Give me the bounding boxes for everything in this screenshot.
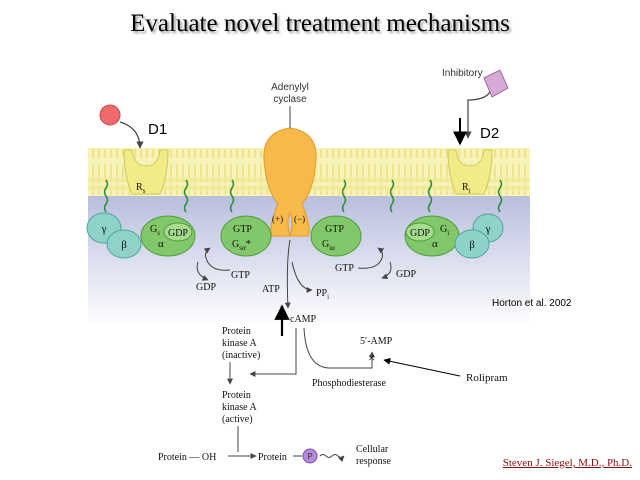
- gs-exchange-gdp: GDP: [196, 282, 216, 293]
- cytoplasm-region: [88, 196, 530, 326]
- d2-label: D2: [480, 125, 499, 142]
- svg-text:Rs: Rs: [136, 182, 146, 195]
- gs-exchange: GTP GDP: [196, 247, 250, 293]
- gs-exchange-gtp: GTP: [231, 270, 250, 281]
- rs-label: R: [136, 182, 143, 193]
- gs-label: G: [150, 224, 157, 235]
- atp-label: ATP: [262, 284, 280, 295]
- ppi-sub: i: [327, 293, 329, 301]
- protein-label: Protein: [258, 452, 287, 463]
- svg-text:Ri: Ri: [462, 182, 471, 195]
- gi-sub: i: [447, 229, 449, 237]
- pde-block-mark: ×: [368, 350, 375, 365]
- slide-title: Evaluate novel treatment mechanisms: [130, 10, 510, 37]
- phosphate-icon: [302, 448, 318, 464]
- camp-production: ATP PPi cAMP: [262, 239, 329, 336]
- gi-alpha-gtp: GTP Giα: [310, 215, 362, 257]
- gs-gdp-label: GDP: [168, 228, 188, 239]
- pka-active-line2: kinase A: [222, 402, 257, 413]
- camp-pathways: 5′-AMP Phosphodiesterase ×: [249, 327, 393, 389]
- inhibitory-ligand-icon: [483, 69, 509, 98]
- cyclase-label: cyclase: [273, 94, 307, 105]
- gi-beta-label: β: [469, 239, 475, 251]
- gi-alpha-gtp-label: GTP: [325, 224, 344, 235]
- ri-receptor: Ri: [447, 149, 493, 195]
- gsa-sub: sα: [239, 244, 246, 252]
- gs-heterotrimer: γ β Gs α GDP: [86, 212, 196, 259]
- pka-inactive-line2: kinase A: [222, 338, 257, 349]
- gi-gdp-label: GDP: [410, 228, 430, 239]
- gs-beta-label: β: [121, 239, 127, 251]
- ppi-label: PP: [316, 288, 328, 299]
- rs-receptor: Rs: [123, 149, 169, 195]
- response-arrow: [319, 454, 345, 462]
- pka-active-line3: (active): [222, 414, 253, 425]
- inhibition-sign: (−): [294, 214, 305, 224]
- gs-alpha-gtp-label: GTP: [233, 224, 252, 235]
- stimulation-sign: (+): [272, 214, 283, 224]
- citation-label: Horton et al. 2002: [492, 298, 572, 309]
- cellular-response-line2: response: [356, 456, 392, 467]
- ri-label: R: [462, 182, 469, 193]
- phosphorylation-row: Protein — OH Protein P Cellular response: [158, 444, 392, 467]
- inhibitory-binding-arrow: [464, 91, 491, 139]
- gs-gamma-label: γ: [101, 223, 107, 235]
- d1-label: D1: [148, 121, 167, 138]
- phosphate-label: P: [307, 452, 312, 461]
- pka-inactive-line3: (inactive): [222, 350, 260, 361]
- five-amp-label: 5′-AMP: [360, 336, 393, 347]
- lipid-anchors: [103, 179, 503, 213]
- adenylyl-label: Adenylyl: [271, 82, 309, 93]
- rs-sub: s: [143, 187, 146, 195]
- adenylyl-cyclase: Adenylyl cyclase (+) (−): [263, 82, 317, 237]
- protein-kinase-a: Protein kinase A (inactive) Protein kina…: [222, 326, 260, 452]
- ligand-binding-arrow: [119, 121, 144, 149]
- dopamine-ligand-icon: [99, 104, 121, 126]
- pka-active-line1: Protein: [222, 390, 251, 401]
- gi-gamma-label: γ: [485, 223, 491, 235]
- rolipram-arrow: [383, 357, 461, 377]
- phosphodiesterase-label: Phosphodiesterase: [312, 378, 386, 389]
- gia-label: G: [322, 239, 329, 250]
- gsa-star: *: [246, 238, 252, 250]
- rolipram-label: Rolipram: [466, 372, 508, 384]
- camp-label: cAMP: [290, 314, 317, 325]
- gi-exchange-gtp: GTP: [335, 263, 354, 274]
- gsa-label: G: [232, 239, 239, 250]
- protein-oh-label: Protein — OH: [158, 452, 216, 463]
- svg-text:Gi: Gi: [440, 224, 449, 237]
- svg-text:Giα: Giα: [322, 239, 335, 252]
- gi-alpha-label: α: [432, 238, 438, 250]
- gs-alpha-label: α: [158, 238, 164, 250]
- gi-exchange-gdp: GDP: [396, 269, 416, 280]
- svg-text:Gsα*: Gsα*: [232, 238, 251, 252]
- gi-heterotrimer: GDP Gi α γ β: [404, 213, 504, 259]
- cellular-response-line1: Cellular: [356, 444, 389, 455]
- svg-text:PPi: PPi: [316, 288, 329, 301]
- svg-text:Gs: Gs: [150, 224, 160, 237]
- gi-exchange: GTP GDP: [335, 247, 416, 280]
- ri-sub: i: [469, 187, 471, 195]
- author-credit: Steven J. Siegel, M.D., Ph.D.: [502, 457, 632, 469]
- gs-alpha-gtp: GTP Gsα*: [220, 215, 272, 257]
- inhibitory-label: Inhibitory: [442, 68, 483, 79]
- gia-sub: iα: [329, 244, 335, 252]
- gi-label: G: [440, 224, 447, 235]
- pka-inactive-line1: Protein: [222, 326, 251, 337]
- gs-sub: s: [157, 229, 160, 237]
